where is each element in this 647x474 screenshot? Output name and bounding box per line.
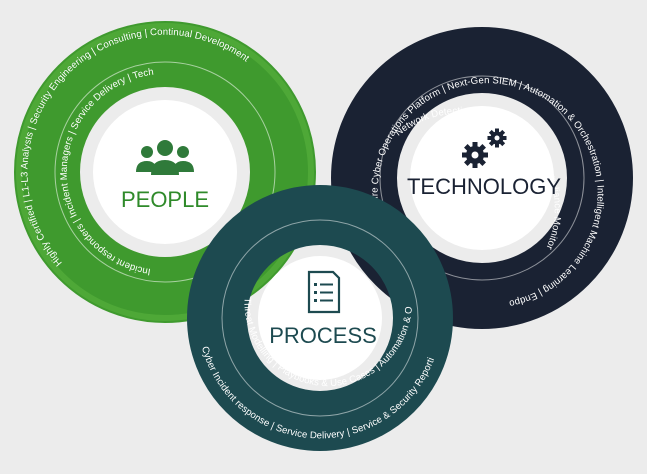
people-label: PEOPLE — [121, 187, 209, 212]
gears-icon — [462, 128, 507, 168]
people-ring-band — [14, 21, 316, 323]
process-inner-divider — [221, 219, 419, 417]
people-inner-divider — [54, 61, 276, 283]
document-list-icon — [307, 270, 341, 314]
technology-inner-divider — [379, 75, 585, 281]
technology-label: TECHNOLOGY — [407, 174, 561, 199]
technology-ring-band — [331, 27, 633, 329]
technology-center — [410, 106, 554, 250]
process-center — [258, 256, 382, 380]
process-ring-band — [187, 185, 453, 451]
process-label: PROCESS — [269, 323, 377, 348]
people-group-icon — [136, 140, 194, 175]
people-ring-highlight — [16, 23, 314, 321]
